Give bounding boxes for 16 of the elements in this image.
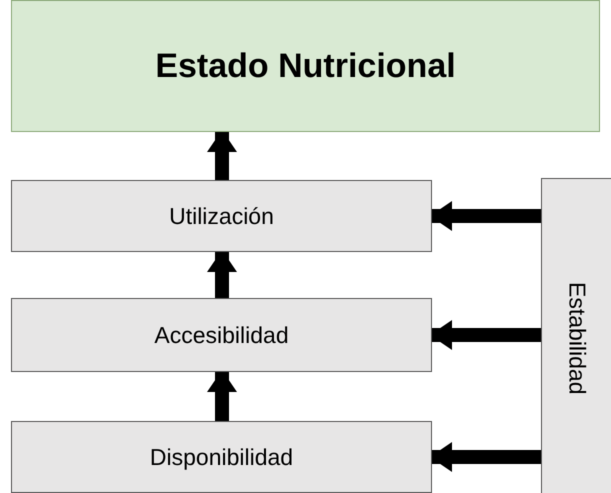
process-box: [541, 178, 611, 493]
block-arrow: [430, 320, 541, 350]
process-box: [11, 180, 432, 252]
box-label: Disponibilidad: [150, 442, 294, 472]
process-box: [11, 421, 432, 493]
box-label: Estabilidad: [563, 282, 592, 394]
box-label: Utilización: [169, 202, 274, 231]
box-label: Estado Nutricional: [155, 46, 456, 86]
title-box: [11, 0, 600, 132]
block-arrow: [207, 130, 237, 180]
box-label: Accesibilidad: [154, 320, 289, 350]
block-arrow: [430, 201, 541, 231]
block-arrow: [207, 370, 237, 421]
process-box: [11, 298, 432, 372]
block-arrow: [207, 250, 237, 298]
block-arrow: [430, 442, 541, 472]
